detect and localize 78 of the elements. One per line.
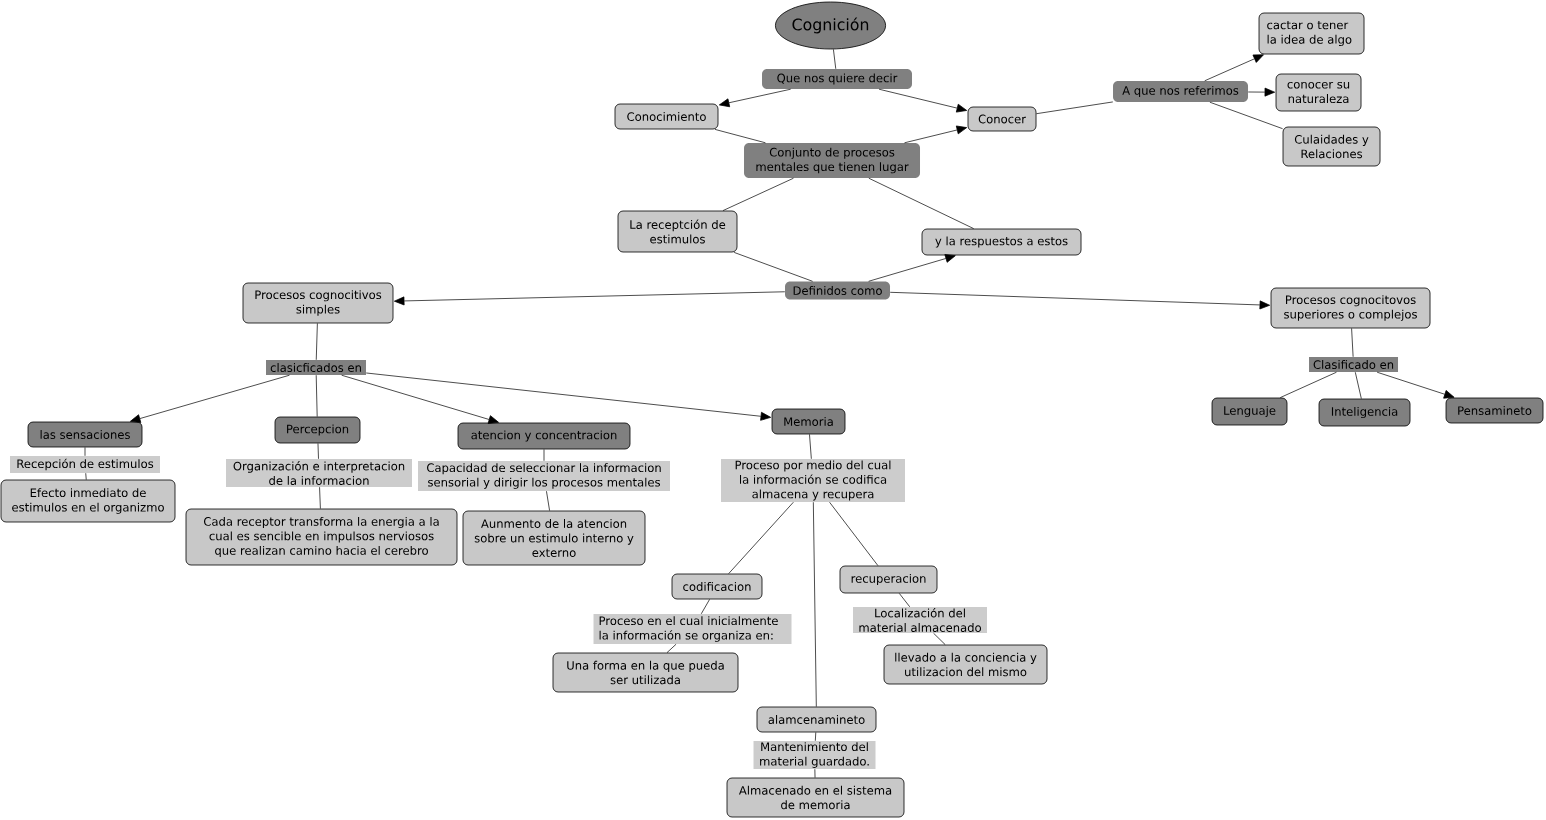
connector-line (317, 443, 319, 460)
linking-phrase-box: Capacidad de seleccionar la informacion sensorial y dirigir los procesos mentales (418, 461, 670, 491)
arrow (1376, 371, 1455, 399)
concept-box: Procesos cognocitovos superiores o complejos (1270, 287, 1431, 329)
connector-line (898, 593, 911, 608)
connector-line (814, 768, 816, 778)
concept-box: La receptción de estimulos (617, 210, 738, 253)
concept-box: codificacion (671, 573, 763, 600)
concept-box: Culaidades y Relaciones (1282, 126, 1381, 167)
connector-line (809, 434, 812, 460)
connector-line (1354, 371, 1362, 399)
arrow (904, 125, 968, 144)
connector-line (85, 472, 87, 480)
concept-box: Lenguaje (1211, 397, 1288, 426)
connector-line (546, 490, 550, 511)
arrow (868, 254, 956, 282)
connector-line (868, 177, 974, 229)
concept-box: Pensamineto (1445, 397, 1544, 424)
connector-line (728, 501, 794, 574)
linking-phrase-box: Que nos quiere decir (762, 69, 912, 89)
connector-line (933, 632, 946, 645)
arrow (365, 372, 772, 421)
linking-phrase-box: Conjunto de procesos mentales que tienen lugar (744, 143, 920, 178)
linking-phrase-box: Recepción de estimulos (10, 456, 160, 473)
concept-box: las sensaciones (27, 421, 143, 448)
connector-line (814, 732, 817, 742)
concept-box: Aunmento de la atencion sobre un estimulo interno y externo (462, 510, 646, 566)
concept-box: Procesos cognocitivos simples (242, 282, 394, 324)
concept-box: llevado a la conciencia y utilizacion del mismo (883, 644, 1048, 685)
concept-box: Inteligencia (1318, 398, 1411, 427)
connector-line (722, 177, 794, 211)
concept-box: Almacenado en el sistema de memoria (726, 777, 905, 818)
linking-phrase-box: Mantenimiento del material guardado. (753, 741, 876, 769)
linking-phrase-box: Clasificado en (1309, 357, 1398, 372)
concept-box: Una forma en la que pueda ser utilizada (552, 652, 739, 693)
connector-line (714, 129, 766, 144)
connector-line (84, 447, 86, 457)
concept-box: alamcenamineto (756, 706, 877, 733)
connector-line (733, 252, 813, 282)
linking-phrase-box: clasicficados en (266, 360, 366, 375)
arrow (341, 374, 499, 424)
concept-box: y la respuestos a estos (921, 228, 1082, 256)
connector-line (829, 501, 879, 566)
arrow (878, 88, 968, 113)
linking-phrase-box: Proceso en el cual inicialmente la información se organiza en: (593, 614, 792, 644)
concept-box: Efecto inmediato de estimulos en el organizmo (0, 479, 176, 523)
connector-line (315, 374, 318, 417)
linking-phrase-box: Organización e interpretacion de la informacion (226, 459, 412, 487)
connector-line (315, 323, 318, 361)
connector-line (700, 599, 710, 615)
concept-box: Cada receptor transforma la energia a la cual es sencible en impulsos nerviosos que realizan camino hacia el cerebro (185, 508, 458, 566)
arrow (393, 291, 786, 306)
concept-box: Conocer (967, 106, 1037, 132)
concept-box: Memoria (771, 408, 846, 435)
linking-phrase-box: Definidos como (785, 281, 890, 300)
connector-line (1351, 328, 1354, 358)
concept-box: Conocimiento (614, 103, 719, 130)
arrow (1204, 54, 1264, 82)
connector-line (1036, 101, 1114, 115)
arrow (889, 291, 1271, 310)
connector-line (543, 449, 545, 462)
concept-box: recuperacion (839, 565, 938, 594)
concept-box: Percepcion (274, 416, 361, 444)
connector-line (1279, 371, 1337, 398)
concept-box: cactar o tener la idea de algo (1258, 12, 1365, 55)
connector-line (813, 501, 817, 707)
connector-line (1209, 101, 1283, 130)
connector-line (833, 49, 837, 70)
concept-box: atencion y concentracion (457, 422, 631, 450)
arrow (1247, 87, 1276, 97)
arrow (718, 88, 791, 108)
linking-phrase-box: Proceso por medio del cual la información se codifica almacena y recupera (721, 459, 905, 502)
connector-line (666, 643, 677, 653)
arrow (130, 374, 290, 423)
linking-phrase-box: A que nos referimos (1113, 81, 1248, 102)
connector-line (319, 486, 321, 509)
concept-box: conocer su naturaleza (1275, 73, 1362, 112)
linking-phrase-box: Localización del material almacenado (853, 607, 987, 633)
